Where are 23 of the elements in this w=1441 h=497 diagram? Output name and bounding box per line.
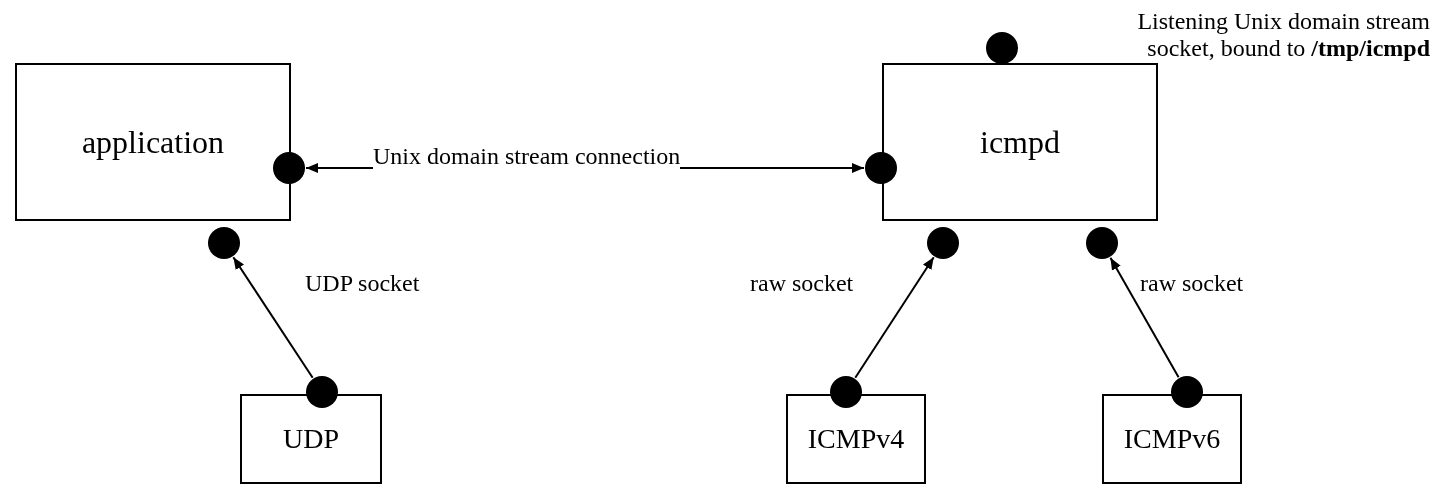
socket-dot <box>986 32 1018 64</box>
socket-dot <box>927 227 959 259</box>
process-box <box>240 394 382 484</box>
socket-dot <box>208 227 240 259</box>
socket-dot <box>830 376 862 408</box>
process-box <box>1102 394 1242 484</box>
box-label: icmpd <box>980 123 1060 161</box>
socket-dot <box>273 152 305 184</box>
process-box <box>882 63 1158 221</box>
socket-dot <box>1171 376 1203 408</box>
process-box <box>786 394 926 484</box>
annotation-text: Listening Unix domain stream socket, bound to /tmp/icmpd <box>1136 8 1430 62</box>
socket-dot <box>865 152 897 184</box>
socket-dot <box>1086 227 1118 259</box>
arrow <box>854 256 935 379</box>
box-label: ICMPv4 <box>807 423 905 455</box>
arrow <box>232 256 314 379</box>
box-label: ICMPv6 <box>1123 423 1221 455</box>
box-label: UDP <box>283 423 339 455</box>
socket-dot <box>306 376 338 408</box>
process-box <box>15 63 291 221</box>
box-label: application <box>81 123 225 161</box>
arrow <box>1109 256 1180 379</box>
